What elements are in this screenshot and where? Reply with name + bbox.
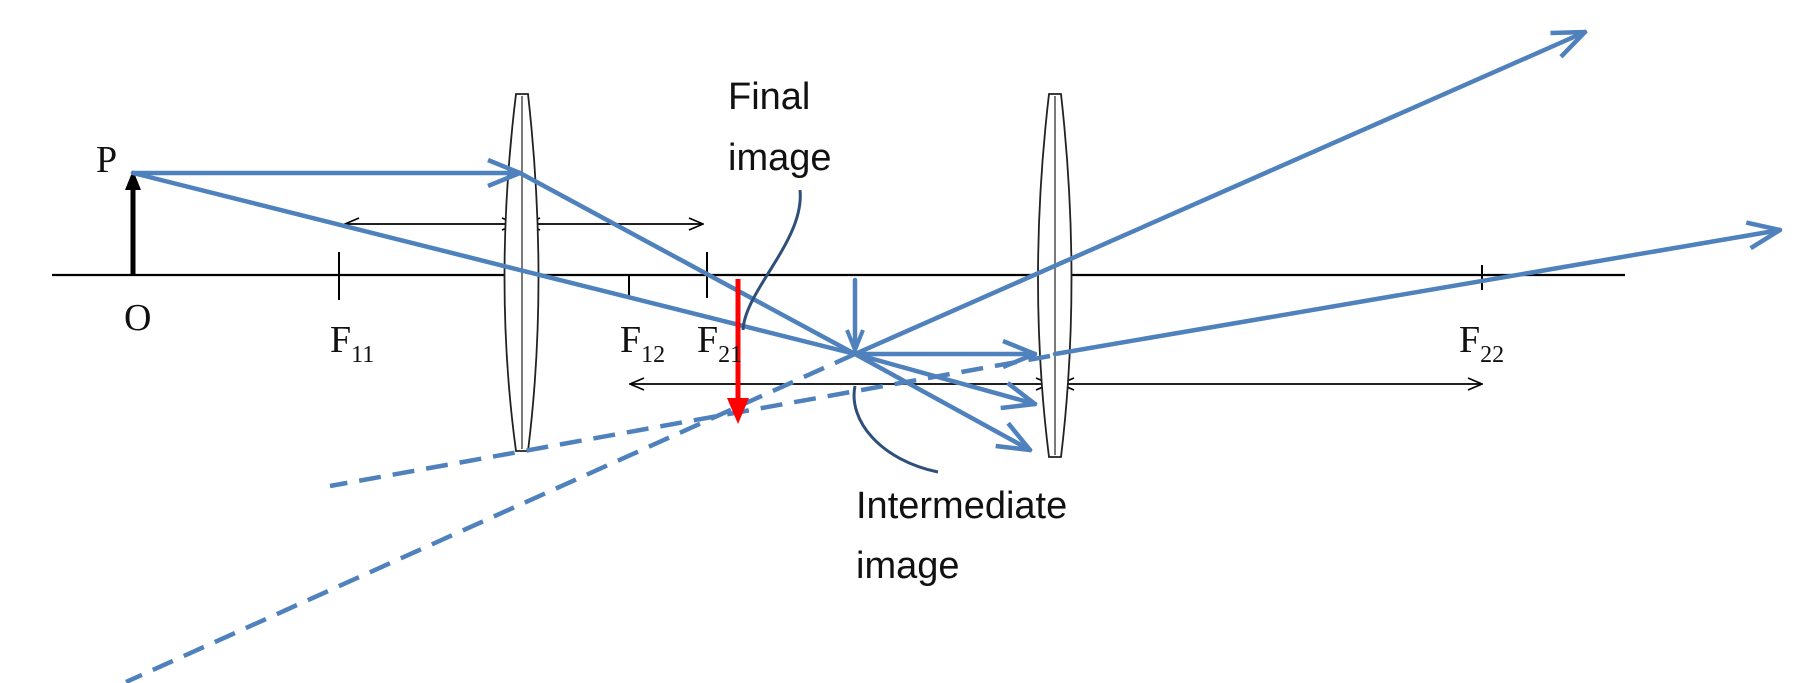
f21-label: F21: [697, 319, 742, 368]
central-ray: [130, 170, 858, 357]
final-image-callout: [741, 189, 802, 331]
refracted-parallel-ray: [517, 170, 858, 357]
f11-label: F11: [330, 319, 374, 368]
emerging-ray-lower: [1052, 230, 1780, 357]
object-base-label: O: [124, 297, 151, 339]
f12-label: F12: [620, 319, 665, 368]
object-top-label: P: [96, 139, 117, 181]
virtual-ray-extension-upper: [329, 353, 1051, 489]
final-image-label-line1: Final: [728, 76, 810, 118]
intermediate-image-label-line1: Intermediate: [856, 485, 1067, 527]
eyepiece-lens: [1037, 93, 1073, 458]
final-image-label-line2: image: [728, 137, 832, 179]
intermediate-image-callout: [852, 385, 939, 474]
ray-to-eyepiece-middle: [852, 351, 1035, 404]
virtual-ray-extension-lower: [125, 351, 856, 683]
emerging-ray-upper: [852, 32, 1585, 357]
object-arrow-head: [125, 170, 141, 190]
final-image-arrow-head: [727, 398, 749, 424]
intermediate-image-label-line2: image: [856, 545, 960, 587]
ray-to-eyepiece-lower: [852, 351, 1030, 450]
f22-label: F22: [1459, 319, 1504, 368]
intermediate-image-arrow-head: [845, 329, 865, 356]
